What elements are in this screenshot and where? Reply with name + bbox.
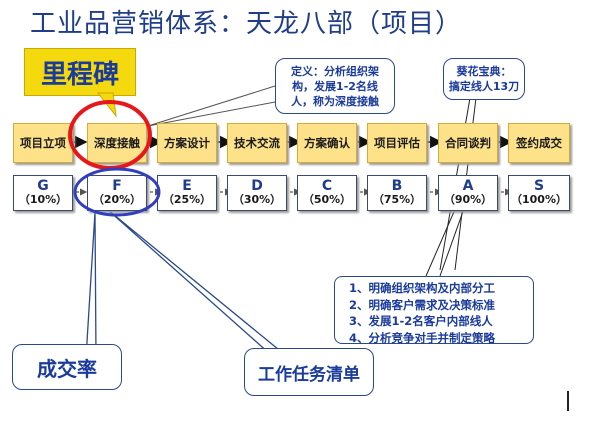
- definition-line-2: 构，发展1-2名线: [292, 79, 378, 93]
- rate-percent: （30%）: [232, 193, 282, 206]
- stage-box: 深度接触: [87, 123, 147, 163]
- conversion-rate-badge: 成交率: [12, 344, 122, 390]
- rate-box: G （10%）: [13, 175, 73, 211]
- stage-box: 项目评估: [367, 123, 427, 163]
- rate-grade: B: [391, 178, 403, 194]
- task-item: 4、分析竞争对手并制定策略: [349, 330, 496, 345]
- text-cursor: [567, 391, 569, 411]
- stage-box: 项目立项: [13, 123, 73, 163]
- task-item: 1、明确组织架构及内部分工: [349, 281, 496, 295]
- milestone-label: 里程碑: [24, 48, 136, 96]
- rate-box: F （20%）: [87, 175, 147, 211]
- rate-grade: C: [321, 178, 333, 194]
- stage-box: 方案确认: [297, 123, 357, 163]
- rate-percent: （75%）: [372, 193, 422, 206]
- definition-line-3: 人，称为深度接触: [291, 94, 379, 108]
- rate-percent: （25%）: [162, 193, 212, 206]
- task-item: 2、明确客户需求及决策标准: [349, 297, 496, 312]
- task-item: 3、发展1-2名客户内部线人: [349, 314, 493, 328]
- rate-grade: A: [462, 178, 474, 194]
- milestone-pointer: [96, 92, 117, 118]
- rate-box: B （75%）: [367, 175, 427, 211]
- rate-box: D （30%）: [227, 175, 287, 211]
- stage-box: 签约成交: [508, 123, 570, 163]
- rate-percent: （20%）: [92, 193, 142, 206]
- conversion-pointer: [85, 211, 97, 359]
- tip-line-2: 搞定线人13刀: [448, 80, 520, 93]
- rate-percent: （100%）: [511, 193, 567, 206]
- rate-percent: （10%）: [18, 193, 68, 206]
- definition-pointer: [147, 85, 276, 127]
- task-list-badge: 工作任务清单: [244, 348, 374, 396]
- rate-grade: S: [533, 178, 545, 194]
- tasklist-badge-pointer: [107, 209, 286, 355]
- rate-box: S （100%）: [508, 175, 570, 211]
- definition-line-1: 定义：分析组织架: [291, 64, 379, 78]
- tip-callout: 葵花宝典： 搞定线人13刀: [443, 58, 525, 100]
- definition-callout: 定义：分析组织架 构，发展1-2名线 人，称为深度接触: [275, 58, 395, 114]
- rate-percent: （90%）: [443, 193, 493, 206]
- page-title: 工业品营销体系：天龙八部（项目）: [30, 9, 463, 39]
- task-list: 1、明确组织架构及内部分工 2、明确客户需求及决策标准 3、发展1-2名客户内部…: [334, 276, 534, 345]
- rate-grade: E: [182, 178, 192, 194]
- tip-line-1: 葵花宝典：: [456, 65, 512, 78]
- rate-grade: G: [37, 178, 49, 194]
- stage-box: 技术交流: [227, 123, 287, 163]
- rate-box: E （25%）: [157, 175, 217, 211]
- rate-box: A （90%）: [438, 175, 498, 211]
- rate-grade: F: [112, 178, 122, 194]
- rate-percent: （50%）: [302, 193, 352, 206]
- stage-box: 合同谈判: [438, 123, 498, 163]
- rate-grade: D: [251, 178, 263, 194]
- rate-box: C （50%）: [297, 175, 357, 211]
- stage-box: 方案设计: [157, 123, 217, 163]
